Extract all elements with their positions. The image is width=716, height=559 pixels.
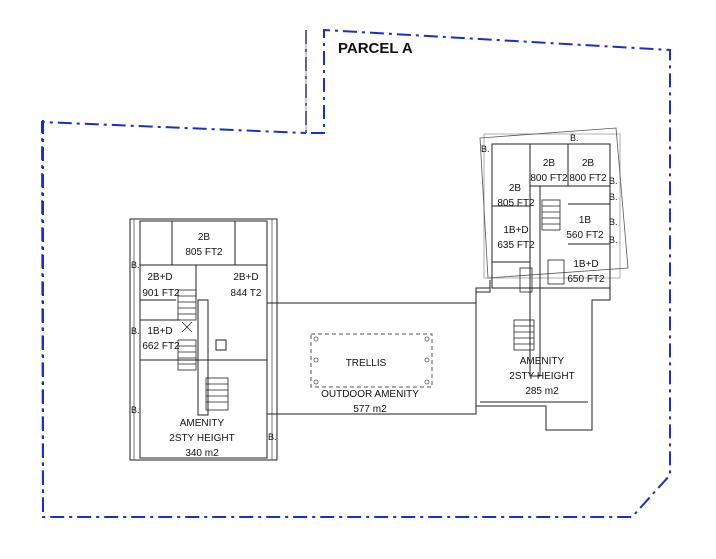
parcel-boundary <box>40 28 671 518</box>
amenity-name: AMENITY <box>180 418 225 429</box>
unit-type: 2B+D <box>147 272 172 283</box>
trellis-label: TRELLIS <box>346 358 387 369</box>
unit-type: 1B+D <box>503 225 528 236</box>
unit-area: 800 FT2 <box>569 173 607 184</box>
east-tower <box>475 127 629 431</box>
courtyard-name: OUTDOOR AMENITY <box>321 389 419 400</box>
courtyard-area: 577 m2 <box>353 404 387 415</box>
unit-area: 805 FT2 <box>497 198 535 209</box>
balcony-tag: B. <box>481 144 490 154</box>
amenity-height: 2STY HEIGHT <box>509 371 574 382</box>
unit-type: 2B <box>198 232 211 243</box>
unit-area: 650 FT2 <box>567 274 605 285</box>
unit-type: 2B <box>582 158 595 169</box>
balcony-tag: B. <box>570 133 579 143</box>
unit-area: 844 T2 <box>231 288 262 299</box>
amenity-name: AMENITY <box>520 356 565 367</box>
west-tower <box>129 218 278 461</box>
balcony-tag: B. <box>609 235 618 245</box>
unit-type: 1B+D <box>147 326 172 337</box>
unit-area: 662 FT2 <box>142 341 180 352</box>
balcony-tag: B. <box>131 326 140 336</box>
balcony-tag: B. <box>609 217 618 227</box>
unit-area: 560 FT2 <box>566 230 604 241</box>
balcony-tag: B. <box>609 176 618 186</box>
unit-area: 800 FT2 <box>530 173 568 184</box>
amenity-area: 285 m2 <box>525 386 559 397</box>
balcony-tag: B. <box>131 405 140 415</box>
unit-type: 1B <box>579 215 592 226</box>
balcony-tag: B. <box>268 432 277 442</box>
unit-area: 805 FT2 <box>185 247 223 258</box>
balcony-tag: B. <box>131 260 140 270</box>
unit-type: 2B <box>509 183 522 194</box>
unit-type: 2B <box>543 158 556 169</box>
unit-area: 635 FT2 <box>497 240 535 251</box>
balcony-tag: B. <box>609 192 618 202</box>
unit-type: 1B+D <box>573 259 598 270</box>
unit-area: 901 FT2 <box>142 288 180 299</box>
unit-type: 2B+D <box>233 272 258 283</box>
amenity-height: 2STY HEIGHT <box>169 433 234 444</box>
amenity-area: 340 m2 <box>185 448 219 459</box>
parcel-label: PARCEL A <box>338 40 413 57</box>
